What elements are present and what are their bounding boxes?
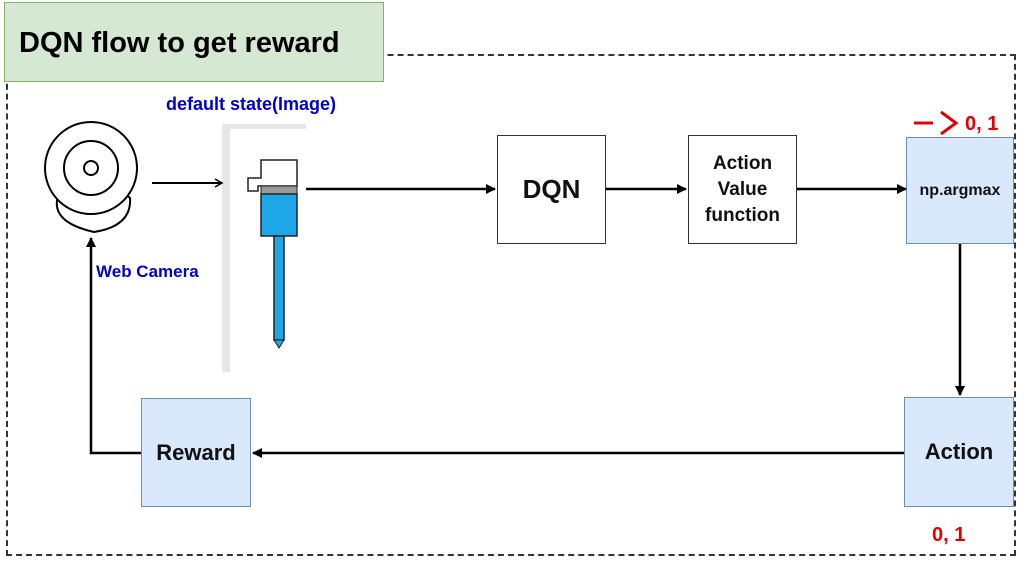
reward-node: Reward — [141, 398, 251, 507]
dqn-node: DQN — [497, 135, 606, 244]
action-output-label: 0, 1 — [932, 524, 966, 546]
action-value-label-line1: Action — [712, 152, 773, 174]
argmax-output-pointer-icon — [914, 110, 959, 136]
webcam-icon — [44, 121, 138, 234]
argmax-node: np.argmax — [906, 137, 1014, 244]
reward-node-label: Reward — [156, 439, 236, 465]
dispenser-image-icon — [222, 124, 306, 372]
dqn-node-label: DQN — [522, 174, 581, 204]
diagram-title: DQN flow to get reward — [19, 27, 340, 59]
action-value-label-line3: function — [705, 204, 780, 226]
web-camera-label: Web Camera — [96, 262, 199, 281]
diagram-frame — [6, 54, 1016, 556]
argmax-output-label: 0, 1 — [965, 113, 999, 135]
argmax-node-label: np.argmax — [919, 181, 1001, 199]
reward-to-camera-arrow — [86, 237, 141, 455]
action-value-label-line2: Value — [717, 178, 768, 200]
action-node: Action — [904, 397, 1014, 507]
action-value-function-node: Action Value function — [688, 135, 797, 244]
title-box: DQN flow to get reward — [4, 2, 384, 82]
default-state-label: default state(Image) — [166, 94, 337, 114]
action-node-label: Action — [924, 439, 994, 464]
